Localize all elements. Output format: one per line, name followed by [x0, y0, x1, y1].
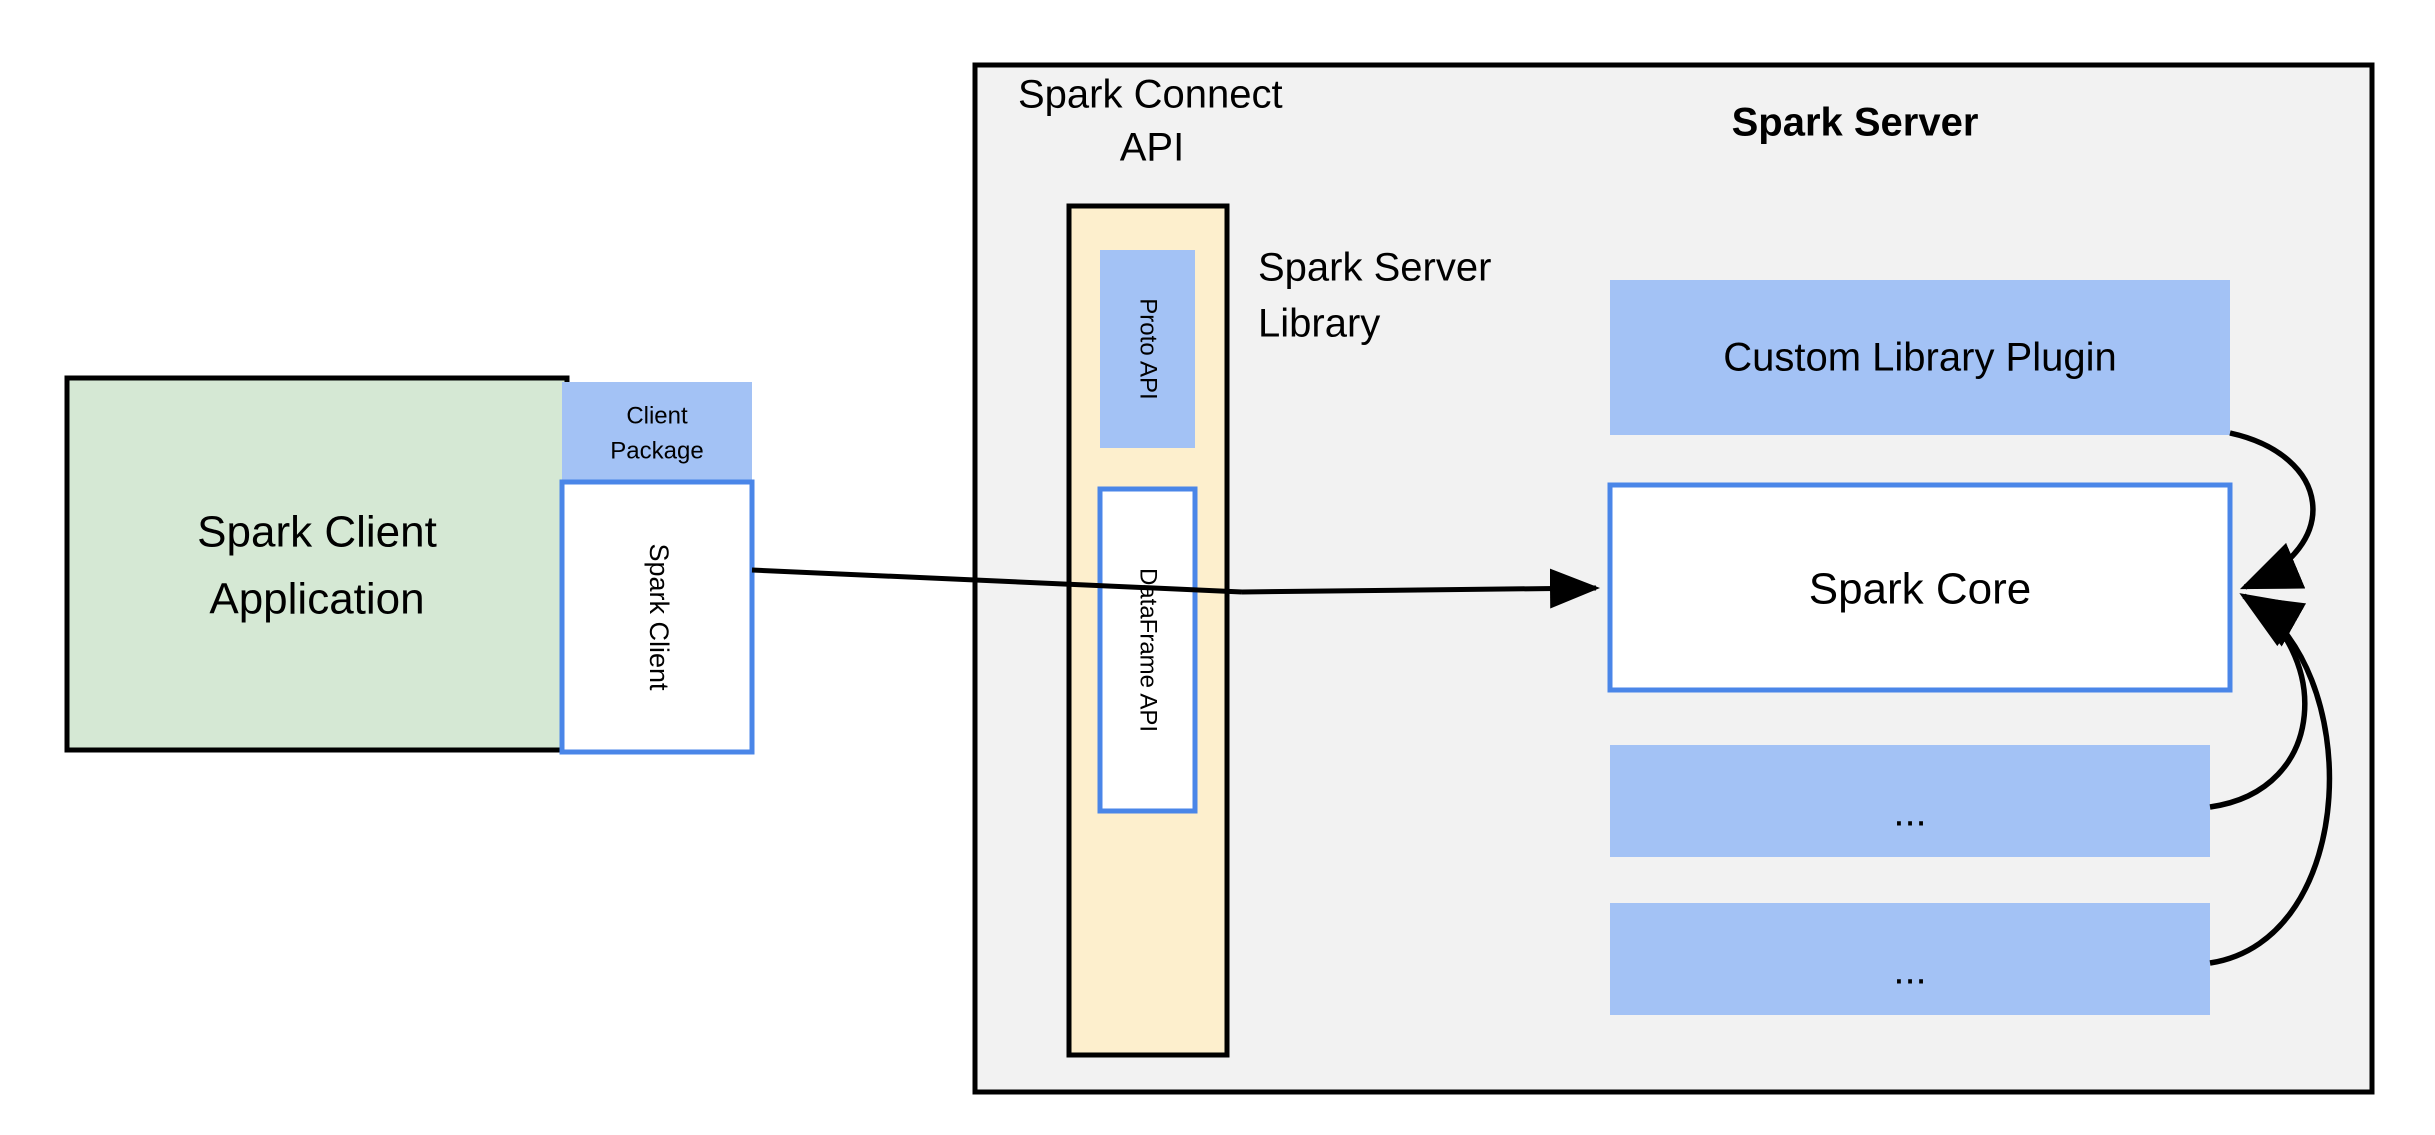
spark-client-label: Spark Client — [644, 543, 674, 691]
ellipsis-box-1[interactable] — [1610, 745, 2210, 857]
proto-api-box[interactable] — [1100, 250, 1195, 448]
client-package-label-line2: Package — [610, 437, 703, 464]
spark-client-application-box[interactable] — [64, 375, 570, 753]
spark-connect-api-label-line2: API — [1120, 126, 1184, 170]
ellipsis-box-2[interactable] — [1610, 903, 2210, 1015]
curve-plugin-to-core — [2229, 430, 2316, 590]
connector-client-to-core-segment1 — [751, 567, 1243, 595]
spark-core-box[interactable] — [1607, 482, 2233, 693]
dataframe-api-label: DataFrame API — [1135, 568, 1162, 732]
client-package-label-line1: Client — [626, 402, 688, 429]
custom-library-plugin-box[interactable] — [1610, 280, 2230, 435]
curve-ellipsis2-to-core — [2209, 595, 2333, 966]
spark-client-application-label-line1: Spark Client — [197, 508, 437, 557]
ellipsis-box-2-label: ... — [1893, 949, 1926, 993]
spark-server-library-label-line1: Spark Server — [1258, 246, 1491, 290]
client-package-box[interactable] — [562, 382, 752, 482]
connector-client-to-core-arrow — [1241, 568, 1600, 609]
proto-api-label: Proto API — [1135, 298, 1162, 399]
spark-client-box[interactable] — [559, 479, 755, 755]
dataframe-api-box[interactable] — [1097, 486, 1198, 814]
spark-server-library-label-line2: Library — [1258, 302, 1380, 346]
spark-core-label: Spark Core — [1809, 565, 2032, 614]
spark-connect-api-label-line1: Spark Connect — [1018, 73, 1283, 117]
ellipsis-box-1-label: ... — [1893, 791, 1926, 835]
custom-library-plugin-label: Custom Library Plugin — [1723, 336, 2117, 380]
spark-client-application-label-line2: Application — [209, 575, 424, 624]
spark-server-title: Spark Server — [1732, 101, 1979, 145]
